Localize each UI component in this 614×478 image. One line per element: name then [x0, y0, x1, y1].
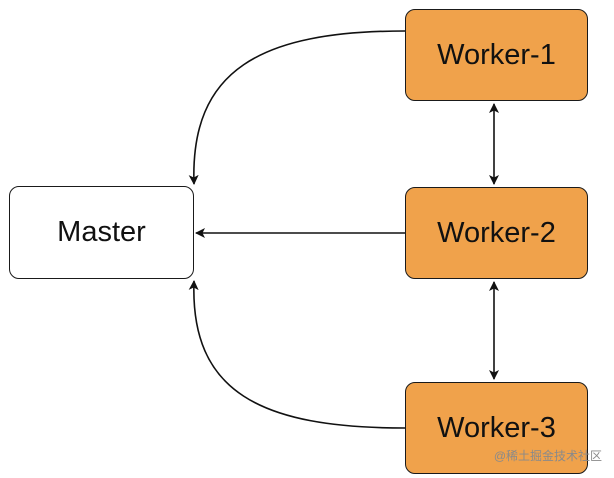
arrow-worker3-to-master [188, 280, 406, 429]
watermark: @稀土掘金技术社区 [493, 449, 602, 463]
worker-2-node: Worker-2 [405, 187, 588, 279]
worker-2-label: Worker-2 [437, 216, 556, 249]
worker-1-node: Worker-1 [405, 9, 588, 101]
master-label: Master [57, 216, 146, 248]
worker-3-node: Worker-3 [405, 382, 588, 474]
arrow-worker1-to-master [188, 30, 406, 185]
worker-1-label: Worker-1 [437, 38, 556, 71]
master-node: Master [9, 186, 194, 279]
worker-3-label: Worker-3 [437, 411, 556, 444]
